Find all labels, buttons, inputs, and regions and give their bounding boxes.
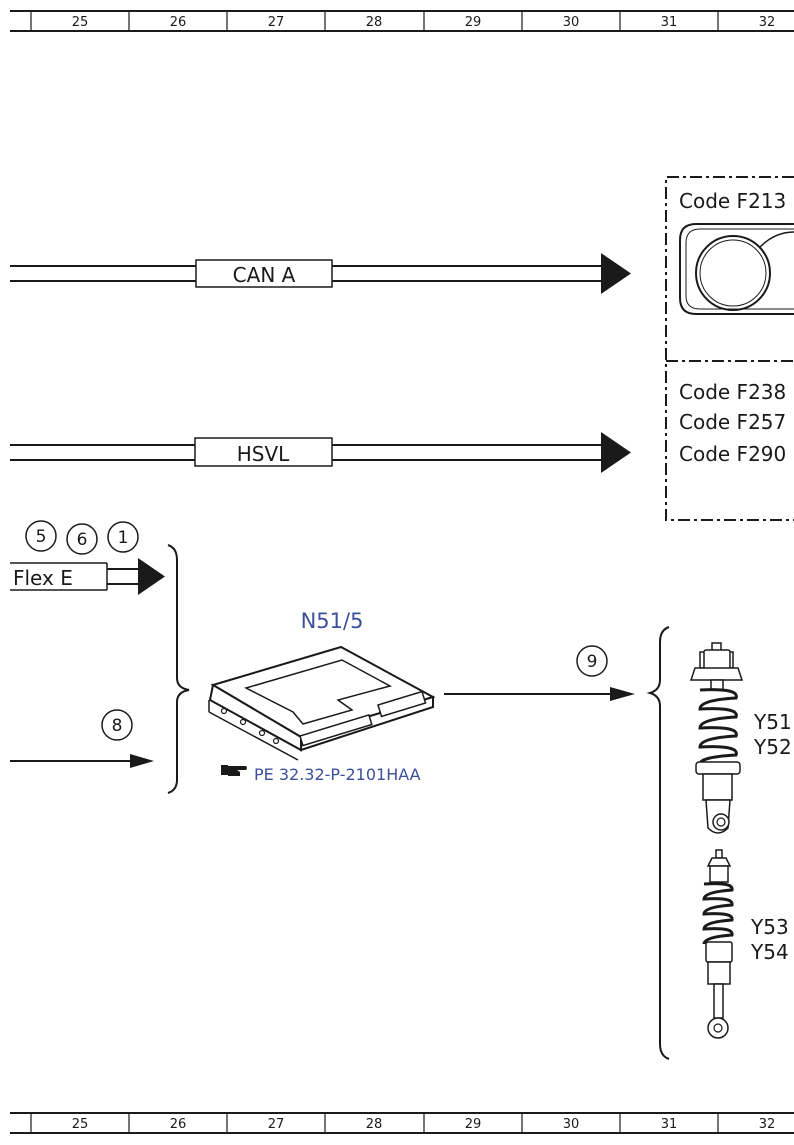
flex-e-label: Flex E xyxy=(13,566,73,590)
flex-e-arrowhead xyxy=(138,558,165,595)
input-brace xyxy=(167,544,190,794)
ruler-number: 31 xyxy=(661,15,678,30)
output-9: 9 xyxy=(444,645,635,701)
ruler-number: 25 xyxy=(72,1117,89,1132)
reference-link[interactable]: PE 32.32-P-2101HAA xyxy=(254,765,421,784)
ruler-number: 28 xyxy=(366,1117,383,1132)
document-reference[interactable]: PE 32.32-P-2101HAA xyxy=(221,765,421,784)
front-component-label: Y52 xyxy=(753,735,792,759)
code-label: Code F213 xyxy=(679,189,786,213)
input-8: 8 xyxy=(10,709,154,768)
ruler-number: 31 xyxy=(661,1117,678,1132)
control-unit-n51-5: N51/5 xyxy=(208,609,436,761)
callout-8: 8 xyxy=(112,716,123,736)
ruler-number: 32 xyxy=(759,1117,776,1132)
front-component-label: Y51 xyxy=(753,710,792,734)
ruler-number: 26 xyxy=(170,15,187,30)
code-label: Code F257 xyxy=(679,410,786,434)
code-label: Code F290 xyxy=(679,442,786,466)
ruler-number: 27 xyxy=(268,1117,285,1132)
ruler-number: 32 xyxy=(759,15,776,30)
ruler-number: 30 xyxy=(563,15,580,30)
ruler-number: 27 xyxy=(268,15,285,30)
bottom-ruler: 25 26 27 28 29 30 31 32 xyxy=(10,1112,794,1134)
hsvl-label: HSVL xyxy=(237,442,290,466)
ruler-number: 29 xyxy=(465,15,482,30)
ruler-number: 30 xyxy=(563,1117,580,1132)
callout-5: 5 xyxy=(36,527,47,547)
ruler-number: 25 xyxy=(72,15,89,30)
callout-6: 6 xyxy=(77,530,88,550)
can-a-bus: CAN A xyxy=(10,253,631,294)
callout-1: 1 xyxy=(118,528,129,548)
front-damper-valve: Y51 Y52 xyxy=(689,642,792,834)
flex-e-input: 5 6 1 Flex E xyxy=(10,520,165,595)
optional-equipment-box: Code F213 Code F238 Code F257 Code F290 xyxy=(665,176,794,521)
ruler-number: 29 xyxy=(465,1117,482,1132)
code-label: Code F238 xyxy=(679,380,786,404)
callout-9: 9 xyxy=(587,652,598,672)
output-brace xyxy=(646,626,670,1060)
rear-component-label: Y53 xyxy=(750,915,789,939)
instrument-graphic xyxy=(679,223,794,315)
ruler-number: 26 xyxy=(170,1117,187,1132)
pointing-hand-icon xyxy=(221,765,247,776)
top-ruler: 25 26 27 28 29 30 31 32 xyxy=(10,10,794,32)
control-unit-label: N51/5 xyxy=(301,609,364,633)
input-8-arrowhead xyxy=(130,754,154,768)
rear-damper-valve: Y53 Y54 xyxy=(702,849,789,1039)
output-9-arrowhead xyxy=(610,687,635,701)
hsvl-bus: HSVL xyxy=(10,432,631,473)
can-a-arrowhead xyxy=(601,253,631,294)
rear-component-label: Y54 xyxy=(750,940,789,964)
can-a-label: CAN A xyxy=(233,263,296,287)
ruler-number: 28 xyxy=(366,15,383,30)
hsvl-arrowhead xyxy=(601,432,631,473)
